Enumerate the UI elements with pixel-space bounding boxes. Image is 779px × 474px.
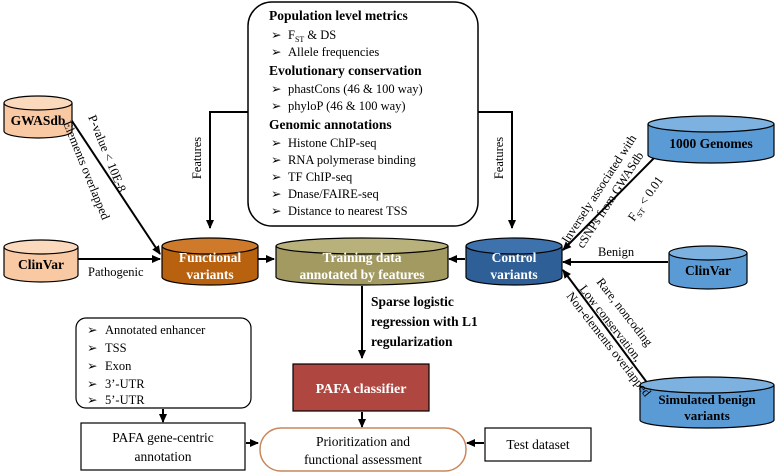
prioritization-label-1: Prioritization and (316, 434, 410, 449)
bullet-icon: ➢ (271, 28, 282, 42)
item-phastcons: phastCons (46 & 100 way) (288, 82, 423, 96)
1000-genomes-label: 1000 Genomes (669, 136, 753, 151)
arrow-features-to-control (478, 111, 516, 229)
features-label-right: Features (492, 137, 506, 179)
features-label-left: Features (190, 137, 204, 179)
item-tss: TSS (105, 341, 127, 355)
test-dataset-box (484, 427, 592, 462)
clinvar-left-cylinder: ClinVar (3, 239, 79, 283)
sparse-line-3: regularization (371, 334, 453, 349)
prioritization-label-2: functional assessment (304, 452, 422, 467)
section-title-genomic: Genomic annotations (269, 117, 392, 132)
arrow-features-to-functional (206, 111, 248, 229)
arrow-1000genomes-to-control (562, 151, 661, 251)
features-box (247, 1, 479, 227)
control-label-2: variants (490, 267, 537, 282)
item-histone: Histone ChIP-seq (288, 136, 377, 150)
functional-label-1: Functional (179, 250, 242, 265)
gene-centric-annotation-box (80, 422, 246, 471)
bullet-icon: ➢ (271, 170, 282, 184)
item-tf-chip: TF ChIP-seq (288, 170, 353, 184)
test-dataset-label: Test dataset (506, 437, 569, 452)
simulated-label-2: variants (684, 408, 730, 423)
non-elements-label: Non-elements overlapped (564, 289, 655, 400)
item-allele-frequencies: Allele frequencies (288, 45, 379, 59)
item-fst-ds: FST & DS (288, 28, 336, 44)
connectors (69, 111, 668, 447)
functional-label-2: variants (186, 267, 233, 282)
gene-centric-label-1: PAFA gene-centric (112, 430, 214, 445)
item-annotated-enhancer: Annotated enhancer (105, 323, 206, 337)
item-distance-tss: Distance to nearest TSS (288, 204, 408, 218)
bullet-icon: ➢ (87, 359, 98, 373)
bullet-icon: ➢ (87, 393, 98, 407)
arrow-gwasdb-to-functional (69, 117, 161, 255)
bullet-icon: ➢ (87, 323, 98, 337)
pathogenic-label: Pathogenic (88, 265, 144, 279)
bullet-icon: ➢ (271, 187, 282, 201)
section-title-population: Population level metrics (269, 8, 408, 23)
pafa-classifier-box: PAFA classifier (292, 363, 430, 412)
item-5utr: 5’-UTR (105, 393, 145, 407)
gene-centric-list: ➢ Annotated enhancer ➢ TSS ➢ Exon ➢ 3’-U… (87, 323, 206, 407)
1000-genomes-cylinder: 1000 Genomes (647, 115, 775, 164)
prioritization-oval (259, 427, 467, 472)
simulated-benign-cylinder: Simulated benign variants (639, 376, 775, 429)
gwasdb-cylinder: GWASdb (3, 95, 73, 139)
bullet-icon: ➢ (271, 204, 282, 218)
bullet-icon: ➢ (271, 45, 282, 59)
item-phylop: phyloP (46 & 100 way) (288, 99, 406, 113)
bullet-icon: ➢ (271, 153, 282, 167)
training-data-cylinder: Training data annotated by features (275, 237, 449, 286)
gwasdb-label: GWASdb (11, 113, 66, 128)
item-3utr: 3’-UTR (105, 377, 145, 391)
item-dnase: Dnase/FAIRE-seq (288, 187, 379, 201)
bullet-icon: ➢ (87, 341, 98, 355)
control-label-1: Control (492, 250, 537, 265)
sparse-line-2: regression with L1 (371, 314, 478, 329)
classifier-label: PAFA classifier (316, 382, 407, 397)
gene-centric-label-2: annotation (135, 449, 192, 464)
training-label-2: annotated by features (299, 267, 424, 282)
bullet-icon: ➢ (271, 82, 282, 96)
bullet-icon: ➢ (271, 136, 282, 150)
item-exon: Exon (105, 359, 132, 373)
simulated-label-1: Simulated benign (658, 392, 756, 407)
training-label-1: Training data (323, 250, 402, 265)
section-title-conservation: Evolutionary conservation (269, 63, 422, 78)
sparse-line-1: Sparse logistic (371, 294, 454, 309)
bullet-icon: ➢ (87, 377, 98, 391)
functional-variants-cylinder: Functional variants (161, 237, 259, 286)
features-list: Population level metrics ➢ FST & DS ➢ Al… (269, 8, 423, 218)
bullet-icon: ➢ (271, 99, 282, 113)
clinvar-left-label: ClinVar (18, 257, 64, 272)
item-rna-polymerase: RNA polymerase binding (288, 153, 417, 167)
control-variants-cylinder: Control variants (465, 237, 563, 286)
gene-centric-list-box (75, 317, 252, 409)
clinvar-right-label: ClinVar (685, 263, 731, 278)
sparse-logistic-text: Sparse logistic regression with L1 regul… (371, 294, 478, 349)
arrow-simulated-to-control (562, 269, 661, 401)
benign-label: Benign (598, 245, 635, 259)
clinvar-right-cylinder: ClinVar (668, 245, 748, 290)
